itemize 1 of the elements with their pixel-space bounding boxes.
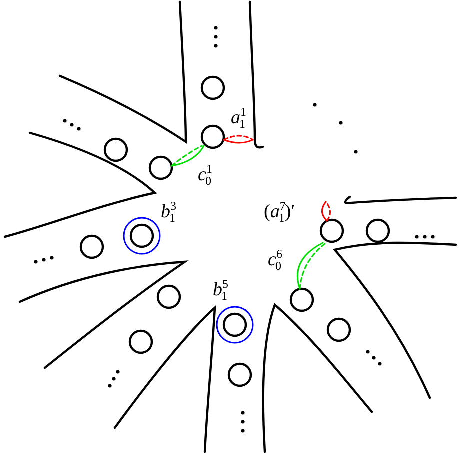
curve-label: (a$^{7}$$_{1}$)′ bbox=[264, 200, 296, 224]
